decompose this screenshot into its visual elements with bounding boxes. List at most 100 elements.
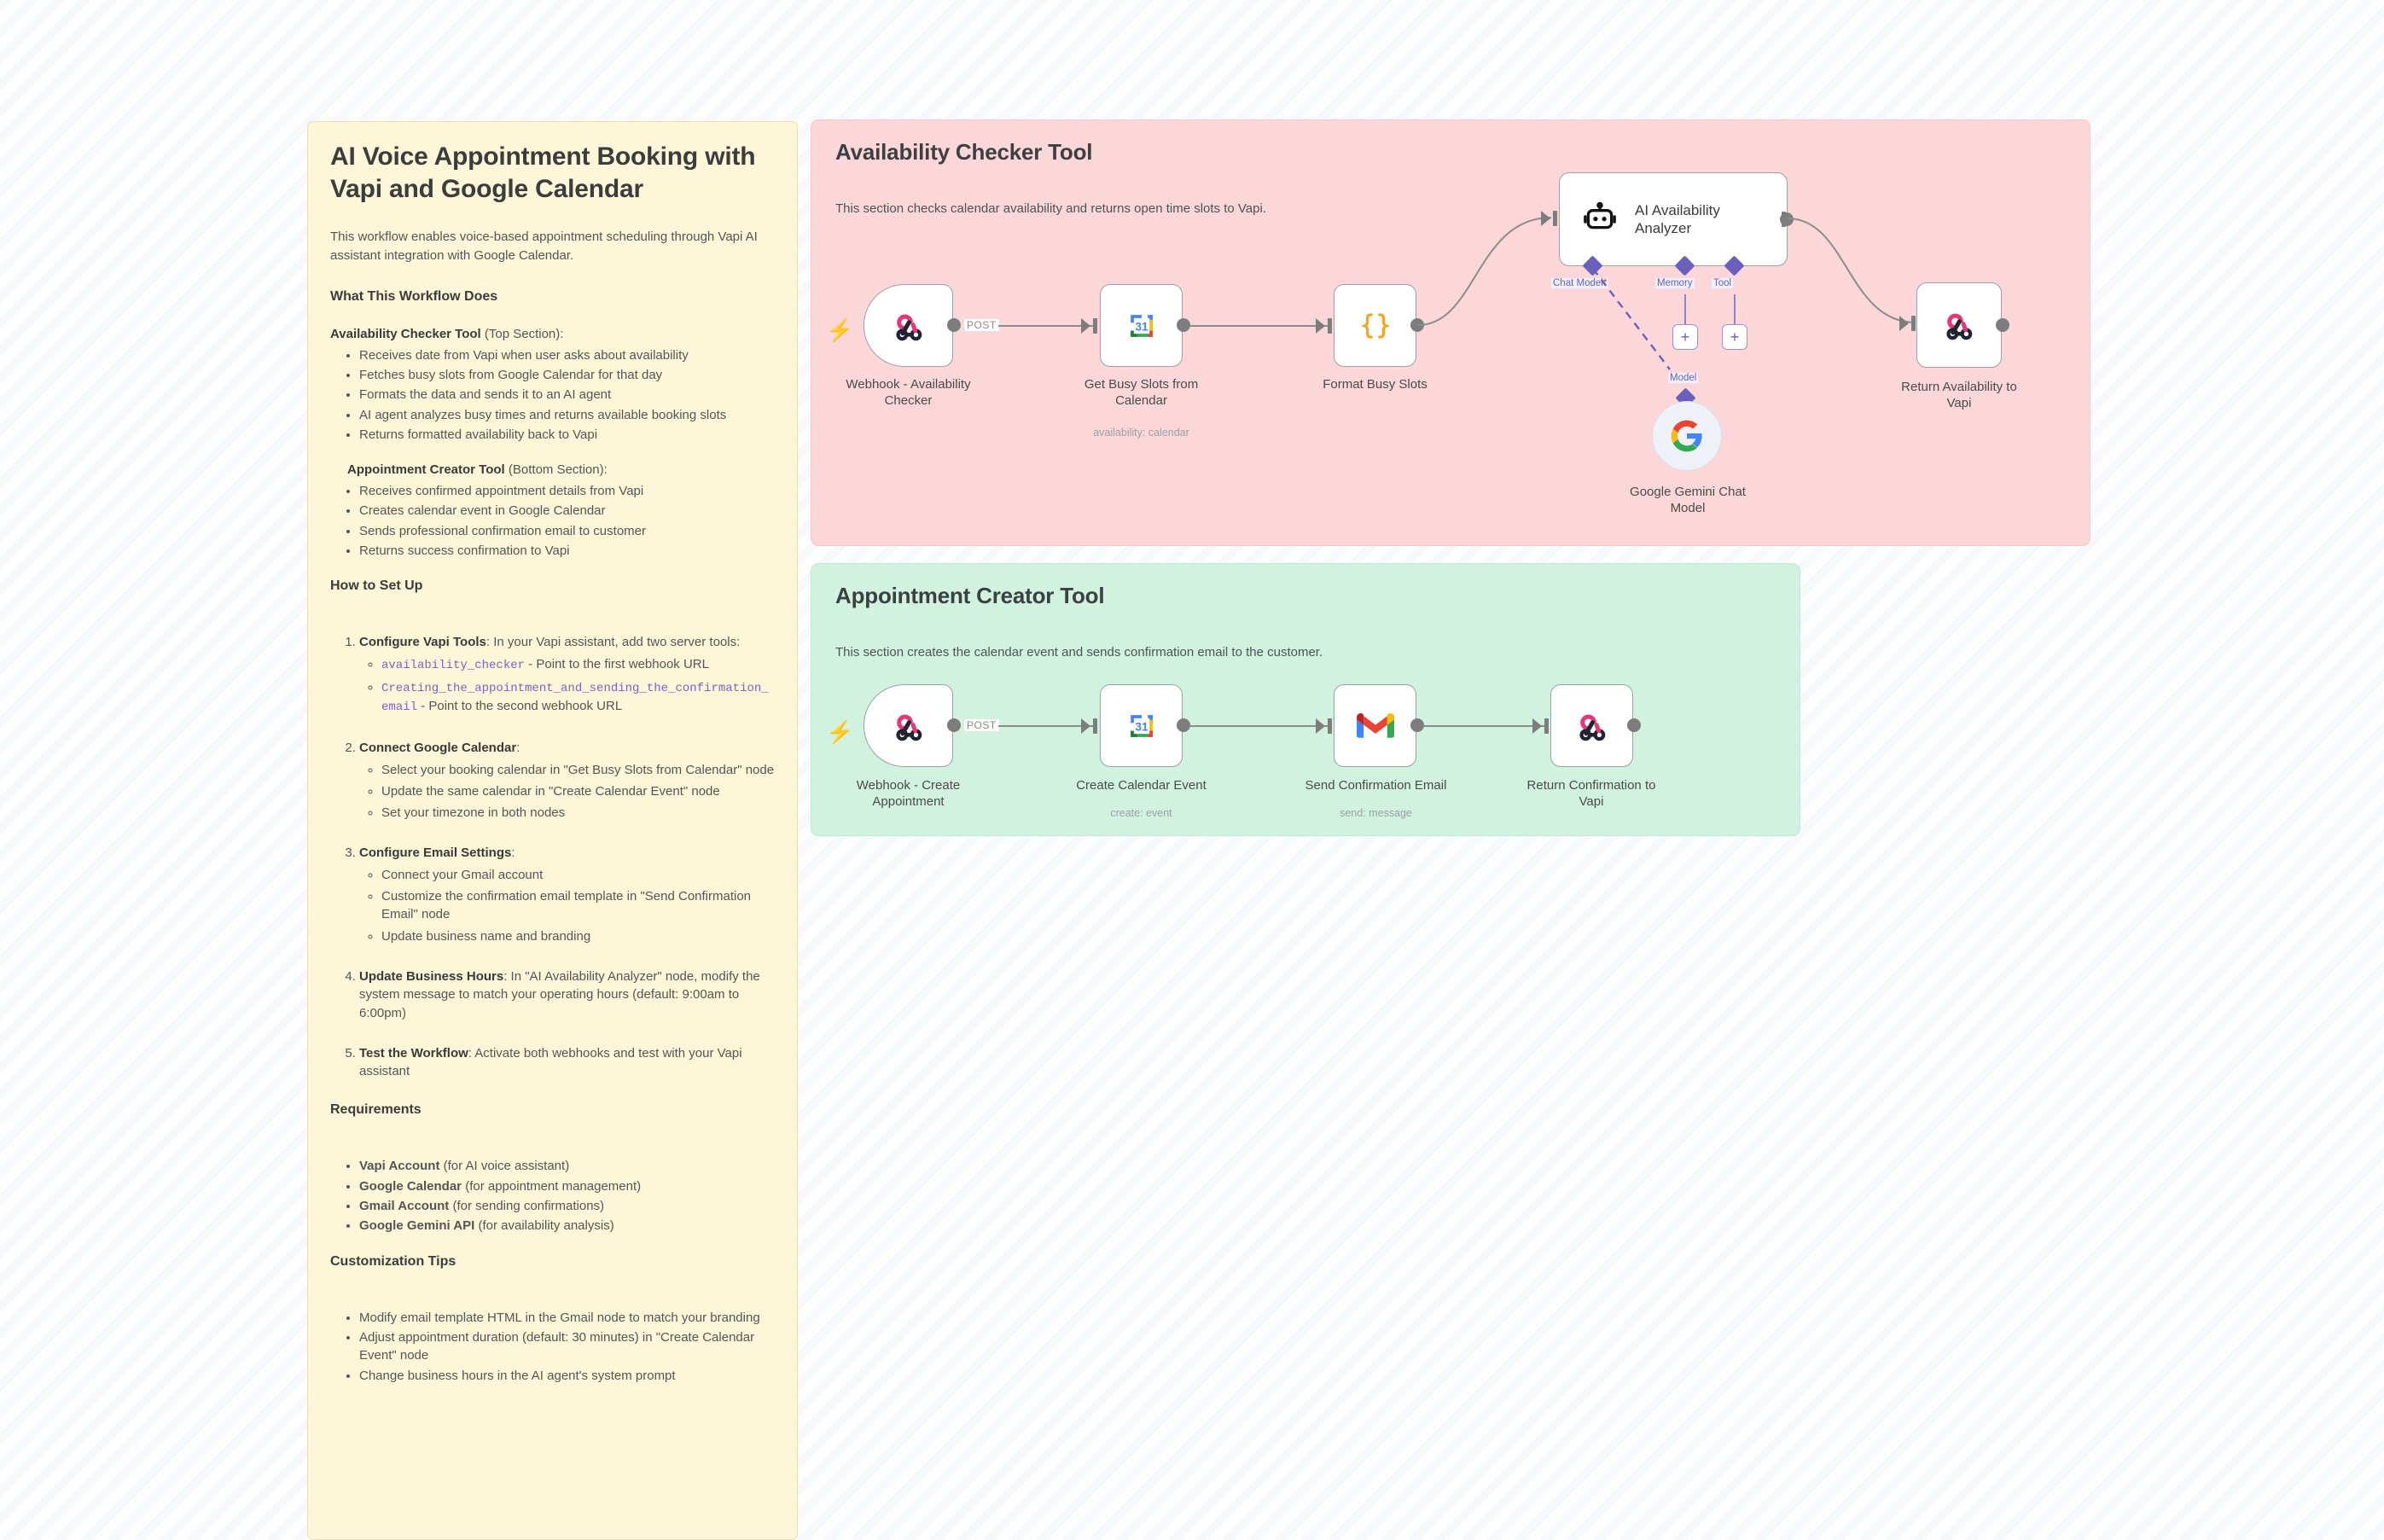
requirement-name: Google Gemini API	[359, 1218, 475, 1234]
requirement-name: Vapi Account	[359, 1159, 440, 1174]
add-memory-button[interactable]: +	[1672, 324, 1698, 350]
node-send-confirmation-email[interactable]	[1334, 684, 1416, 767]
heading-requirements: Requirements	[330, 1102, 422, 1118]
availability-subtitle-bold: Availability Checker Tool	[330, 326, 481, 341]
list-item: Modify email template HTML in the Gmail …	[359, 1309, 775, 1327]
list-item: Set your timezone in both nodes	[381, 804, 775, 822]
node-label-create-calendar-event: Create Calendar Event	[1076, 778, 1207, 793]
list-item: Creating_the_appointment_and_sending_the…	[381, 678, 775, 718]
availability-bullet-list: Receives date from Vapi when user asks a…	[330, 346, 775, 444]
output-dot[interactable]	[1410, 318, 1424, 332]
requirement-name: Gmail Account	[359, 1199, 450, 1214]
list-item: Returns formatted availability back to V…	[359, 426, 775, 444]
list-item: Formats the data and sends it to an AI a…	[359, 386, 775, 404]
requirement-note: (for sending confirmations)	[449, 1199, 605, 1214]
section-appointment-creator[interactable]: Appointment Creator Tool This section cr…	[811, 563, 1800, 836]
node-return-availability-to-vapi[interactable]	[1916, 282, 2002, 368]
node-sub-send-confirmation-email: send: message	[1340, 807, 1412, 819]
step-text: : Activate both webhooks and test with y…	[359, 1045, 742, 1079]
node-format-busy-slots[interactable]	[1334, 284, 1416, 367]
output-dot[interactable]	[1410, 718, 1424, 732]
section-availability-checker[interactable]: Availability Checker Tool This section c…	[811, 119, 2090, 546]
list-item: Customize the confirmation email templat…	[381, 887, 775, 924]
connector-wire	[998, 725, 1096, 727]
node-label-gemini-chat-model: Google Gemini Chat Model	[1630, 485, 1746, 515]
input-arrow	[1081, 718, 1090, 734]
step-title: Configure Email Settings	[359, 846, 512, 861]
webhook-icon	[1573, 706, 1612, 746]
node-sub-create-calendar-event: create: event	[1110, 807, 1172, 819]
input-arrow	[1316, 718, 1325, 734]
node-label-return-confirmation: Return Confirmation to Vapi	[1526, 778, 1656, 809]
list-item: Google Gemini API (for availability anal…	[359, 1217, 775, 1235]
output-dot[interactable]	[947, 318, 961, 332]
availability-subtitle: Availability Checker Tool (Top Section):	[330, 327, 775, 341]
list-item: Google Calendar (for appointment managem…	[359, 1177, 775, 1195]
node-label-return-availability: Return Availability to Vapi	[1901, 380, 2017, 410]
list-item: Change business hours in the AI agent's …	[359, 1367, 775, 1385]
step-sublist: availability_checker - Point to the firs…	[359, 655, 775, 718]
requirement-note: (for appointment management)	[462, 1178, 642, 1194]
requirement-name: Google Calendar	[359, 1178, 462, 1194]
port-label-text: Chat Model	[1553, 278, 1603, 288]
output-dot[interactable]	[947, 718, 961, 732]
code-create-appointment: Creating_the_appointment_and_sending_the…	[381, 681, 769, 715]
node-webhook-create-appointment[interactable]	[863, 684, 953, 767]
list-item: Configure Vapi Tools: In your Vapi assis…	[359, 633, 775, 717]
node-google-gemini-chat-model[interactable]	[1652, 401, 1722, 471]
appointment-subtitle: Appointment Creator Tool (Bottom Section…	[330, 462, 775, 477]
list-item: Update business name and branding	[381, 927, 775, 945]
node-create-calendar-event[interactable]: 31	[1100, 684, 1183, 767]
sub-text: - Point to the second webhook URL	[417, 699, 623, 714]
webhook-icon	[1939, 305, 1979, 345]
list-item: Vapi Account (for AI voice assistant)	[359, 1157, 775, 1175]
input-arrow-bar	[1911, 316, 1916, 331]
connector-wire	[1190, 325, 1331, 327]
sticky-note-title: AI Voice Appointment Booking with Vapi a…	[330, 142, 756, 204]
connector-wire	[1190, 725, 1331, 727]
list-item: Select your booking calendar in "Get Bus…	[381, 761, 775, 779]
list-item: Receives date from Vapi when user asks a…	[359, 346, 775, 364]
list-item: Returns success confirmation to Vapi	[359, 542, 775, 560]
node-label-send-confirmation-email: Send Confirmation Email	[1305, 778, 1447, 793]
node-label-get-busy-slots: Get Busy Slots from Calendar	[1084, 377, 1199, 408]
heading-customization-tips: Customization Tips	[330, 1253, 456, 1269]
connector-curve-to-return	[1787, 218, 1916, 323]
step-title: Test the Workflow	[359, 1045, 468, 1061]
list-item: Fetches busy slots from Google Calendar …	[359, 366, 775, 384]
output-dot[interactable]	[1627, 718, 1641, 732]
connector-curve-to-agent	[1417, 217, 1552, 326]
heading-what-this-workflow-does: What This Workflow Does	[330, 288, 498, 304]
input-arrow-bar	[1553, 211, 1557, 226]
add-tool-button[interactable]: +	[1722, 324, 1747, 350]
webhook-icon	[889, 306, 928, 346]
svg-text:31: 31	[1135, 320, 1148, 333]
trigger-bolt-icon: ⚡	[826, 317, 854, 343]
node-webhook-availability-checker[interactable]	[863, 284, 953, 367]
list-item: Test the Workflow: Activate both webhook…	[359, 1044, 775, 1081]
node-ai-availability-analyzer[interactable]: AI Availability Analyzer	[1559, 172, 1788, 266]
appointment-subtitle-bold: Appointment Creator Tool	[347, 462, 505, 478]
output-dot[interactable]	[1780, 212, 1794, 226]
list-item: Adjust appointment duration (default: 30…	[359, 1328, 775, 1365]
google-calendar-icon: 31	[1123, 707, 1160, 745]
output-dot[interactable]	[1996, 318, 2009, 332]
list-item: Connect Google Calendar: Select your boo…	[359, 739, 775, 822]
svg-text:31: 31	[1135, 720, 1148, 733]
output-dot[interactable]	[1177, 718, 1190, 732]
input-arrow	[1541, 211, 1550, 226]
node-get-busy-slots[interactable]: 31	[1100, 284, 1183, 367]
node-return-confirmation-to-vapi[interactable]	[1550, 684, 1633, 767]
robot-icon	[1582, 201, 1618, 237]
connector-wire	[1424, 725, 1548, 727]
step-sublist: Select your booking calendar in "Get Bus…	[359, 761, 775, 822]
port-label-model: Model	[1668, 373, 1699, 383]
code-availability-checker: availability_checker	[381, 658, 526, 672]
section-title-appointment: Appointment Creator Tool	[835, 583, 1105, 608]
node-label-webhook-create-appointment: Webhook - Create Appointment	[856, 778, 961, 809]
port-label-tool: Tool	[1712, 278, 1734, 288]
list-item: Gmail Account (for sending confirmations…	[359, 1197, 775, 1215]
sticky-note[interactable]: AI Voice Appointment Booking with Vapi a…	[307, 121, 798, 1540]
output-dot[interactable]	[1177, 318, 1190, 332]
